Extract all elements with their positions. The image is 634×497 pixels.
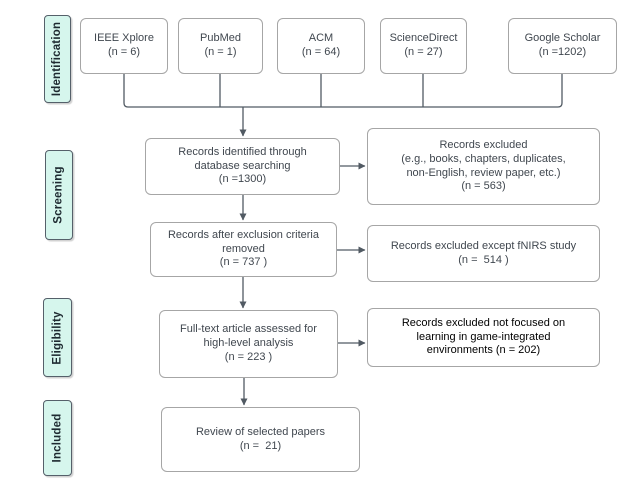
exclusion-box-not-game-focused: Records excluded not focused on learning…	[367, 308, 600, 367]
exclusion-box-non-fnirs: Records excluded except fNIRS study (n =…	[367, 225, 600, 282]
stage-label-screening: Screening	[45, 150, 73, 240]
source-box-google-scholar: Google Scholar (n =1202)	[508, 18, 617, 74]
source-box-ieee-xplore: IEEE Xplore (n = 6)	[80, 18, 168, 74]
process-box-review-selected: Review of selected papers (n = 21)	[161, 407, 360, 472]
process-box-after-exclusion: Records after exclusion criteria removed…	[150, 222, 337, 277]
source-box-sciencedirect: ScienceDirect (n = 27)	[380, 18, 467, 74]
source-box-ieee-xplore-text: IEEE Xplore (n = 6)	[94, 32, 154, 58]
process-box-fulltext-assessed: Full-text article assessed for high-leve…	[159, 310, 338, 378]
stage-label-included: Included	[43, 400, 72, 476]
process-box-records-identified: Records identified through database sear…	[145, 138, 340, 195]
source-box-google-scholar-text: Google Scholar (n =1202)	[524, 32, 601, 58]
source-box-sciencedirect-text: ScienceDirect (n = 27)	[389, 32, 458, 58]
process-box-records-identified-text: Records identified through database sear…	[178, 145, 307, 186]
exclusion-box-non-fnirs-text: Records excluded except fNIRS study (n =…	[390, 239, 577, 266]
source-box-pubmed: PubMed (n = 1)	[178, 18, 263, 74]
source-box-pubmed-text: PubMed (n = 1)	[200, 32, 241, 58]
process-box-fulltext-assessed-text: Full-text article assessed for high-leve…	[180, 323, 317, 363]
source-box-acm-text: ACM (n = 64)	[301, 32, 341, 58]
stage-label-eligibility: Eligibility	[43, 298, 72, 377]
stage-label-included-text: Included	[51, 413, 64, 463]
exclusion-box-general-text: Records excluded (e.g., books, chapters,…	[401, 139, 566, 193]
process-box-after-exclusion-text: Records after exclusion criteria removed…	[167, 228, 319, 269]
stage-label-screening-text: Screening	[53, 166, 65, 224]
exclusion-box-not-game-focused-text: Records excluded not focused on learning…	[401, 316, 566, 357]
exclusion-box-general: Records excluded (e.g., books, chapters,…	[367, 128, 600, 205]
stage-label-eligibility-text: Eligibility	[51, 310, 64, 365]
source-bus-line	[123, 74, 563, 108]
source-box-acm: ACM (n = 64)	[277, 18, 365, 74]
process-box-review-selected-text: Review of selected papers (n = 21)	[195, 425, 325, 452]
stage-label-identification-text: Identification	[51, 21, 64, 97]
stage-label-identification: Identification	[44, 15, 71, 103]
